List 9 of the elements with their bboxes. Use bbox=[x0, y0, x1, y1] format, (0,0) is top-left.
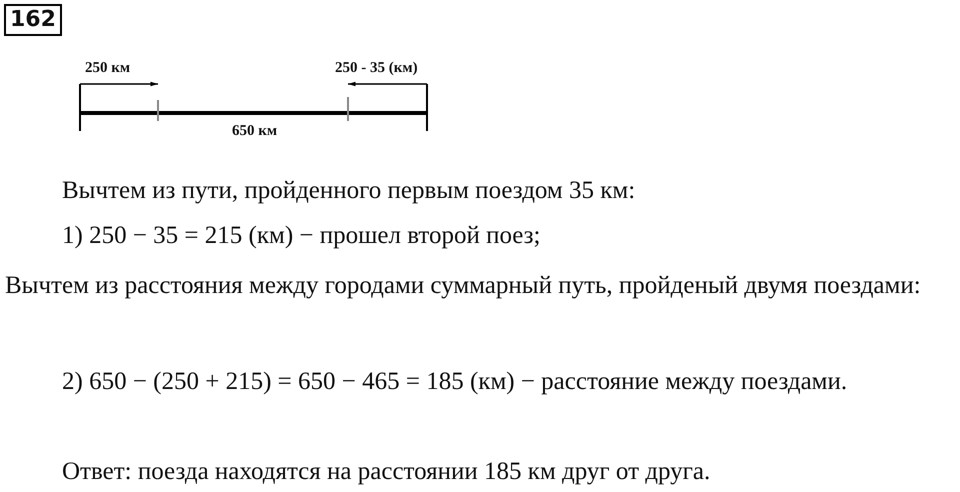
distance-label: 650 км bbox=[232, 123, 278, 140]
answer-text: Ответ: поезда находятся на расстоянии 185 км друг от друга. bbox=[62, 457, 710, 487]
problem-number: 162 bbox=[4, 4, 62, 36]
solution-step: 2) 650 − (250 + 215) = 650 − 465 = 185 (км) − расстояние между поездами. bbox=[62, 358, 952, 406]
solution-text: Вычтем из пути, пройденного первым поездом 35 км: bbox=[62, 176, 636, 206]
distance-label: 250 км bbox=[85, 60, 130, 77]
distance-label: 250 - 35 (км) bbox=[335, 60, 418, 77]
solution-step: 1) 250 − 35 = 215 (км) − прошел второй поез; bbox=[62, 212, 541, 260]
solution-text: Вычтем из расстояния между городами суммарный путь, пройденый двумя поездами: bbox=[5, 271, 922, 301]
